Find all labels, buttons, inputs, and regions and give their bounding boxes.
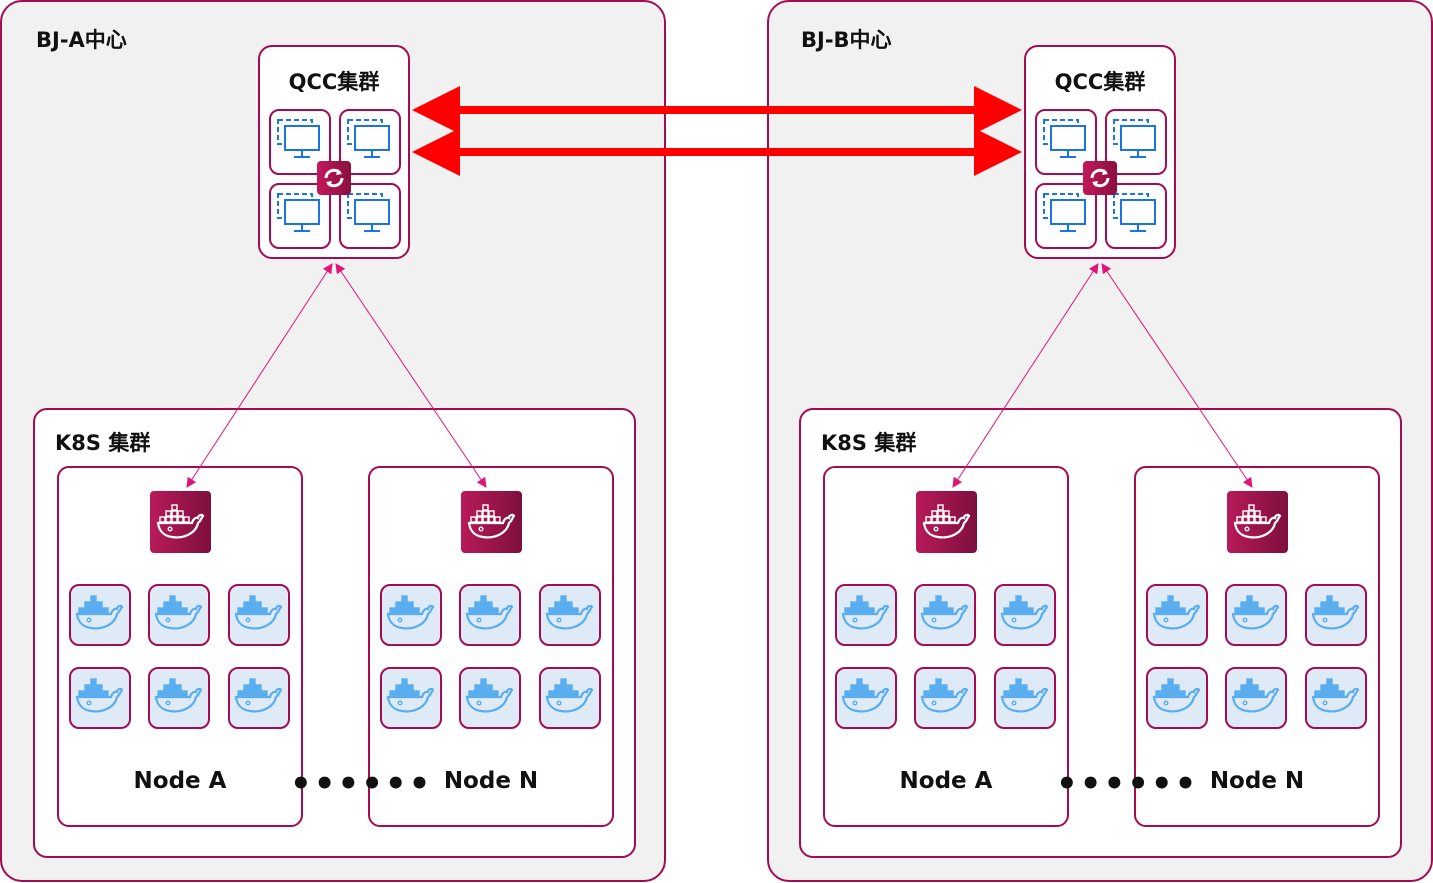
k8s-cluster-panel: K8S 集群 Node A Node N •••••• (799, 408, 1402, 858)
ellipsis: •••••• (1056, 764, 1199, 804)
node-label: Node N (443, 768, 539, 794)
container-pod[interactable] (1225, 584, 1287, 646)
docker-container-icon (545, 592, 595, 638)
docker-container-icon (234, 592, 284, 638)
container-pod[interactable] (539, 667, 601, 729)
k8s-node[interactable]: Node A (57, 466, 303, 827)
node-label: Node A (899, 768, 993, 794)
docker-container-icon (920, 675, 970, 721)
docker-container-icon (920, 592, 970, 638)
docker-container-icon (154, 675, 204, 721)
k8s-node[interactable]: Node A (823, 466, 1069, 827)
monitor-icon (1112, 118, 1160, 166)
container-pod[interactable] (994, 667, 1056, 729)
monitor-icon (276, 118, 324, 166)
qcc-cluster-panel: QCC集群 (1024, 45, 1176, 259)
docker-engine-icon (150, 491, 211, 553)
docker-container-icon (1231, 592, 1281, 638)
qcc-title: QCC集群 (1054, 70, 1146, 94)
docker-engine-icon (916, 491, 977, 553)
container-pod[interactable] (459, 667, 521, 729)
docker-container-icon (545, 675, 595, 721)
docker-container-icon (1231, 675, 1281, 721)
docker-container-icon (1311, 592, 1361, 638)
container-pod[interactable] (148, 584, 210, 646)
container-pod[interactable] (148, 667, 210, 729)
ellipsis: •••••• (290, 764, 433, 804)
monitor-icon (1112, 192, 1160, 240)
monitor-icon (346, 192, 394, 240)
monitor-icon (1042, 118, 1090, 166)
container-pod[interactable] (459, 584, 521, 646)
monitor-icon (346, 118, 394, 166)
k8s-title: K8S 集群 (821, 431, 917, 455)
container-pod[interactable] (228, 667, 290, 729)
k8s-node[interactable]: Node N (368, 466, 614, 827)
container-pod[interactable] (1225, 667, 1287, 729)
container-pod[interactable] (1305, 667, 1367, 729)
container-pod[interactable] (1305, 584, 1367, 646)
container-pod[interactable] (228, 584, 290, 646)
node-label: Node N (1209, 768, 1305, 794)
docker-container-icon (465, 592, 515, 638)
docker-container-icon (154, 592, 204, 638)
container-pod[interactable] (69, 584, 131, 646)
container-pod[interactable] (914, 584, 976, 646)
container-pod[interactable] (1146, 584, 1208, 646)
datacenter-title: BJ-B中心 (801, 28, 892, 52)
container-pod[interactable] (69, 667, 131, 729)
docker-container-icon (1311, 675, 1361, 721)
docker-container-icon (386, 675, 436, 721)
container-pod[interactable] (380, 667, 442, 729)
docker-container-icon (386, 592, 436, 638)
docker-container-icon (75, 592, 125, 638)
sync-icon (317, 161, 351, 195)
monitor-icon (1042, 192, 1090, 240)
docker-container-icon (1152, 675, 1202, 721)
docker-container-icon (75, 675, 125, 721)
container-pod[interactable] (835, 667, 897, 729)
k8s-title: K8S 集群 (55, 431, 151, 455)
docker-container-icon (234, 675, 284, 721)
node-label: Node A (133, 768, 227, 794)
k8s-cluster-panel: K8S 集群 Node A Node N •••••• (33, 408, 636, 858)
docker-container-icon (1000, 675, 1050, 721)
qcc-title: QCC集群 (288, 70, 380, 94)
datacenter-title: BJ-A中心 (36, 28, 127, 52)
container-pod[interactable] (994, 584, 1056, 646)
container-pod[interactable] (1146, 667, 1208, 729)
monitor-icon (276, 192, 324, 240)
docker-engine-icon (1227, 491, 1288, 553)
container-pod[interactable] (835, 584, 897, 646)
docker-container-icon (841, 592, 891, 638)
sync-icon (1083, 161, 1117, 195)
qcc-cluster-panel: QCC集群 (258, 45, 410, 259)
docker-container-icon (841, 675, 891, 721)
k8s-node[interactable]: Node N (1134, 466, 1380, 827)
docker-container-icon (1152, 592, 1202, 638)
docker-container-icon (1000, 592, 1050, 638)
container-pod[interactable] (380, 584, 442, 646)
container-pod[interactable] (914, 667, 976, 729)
docker-container-icon (465, 675, 515, 721)
docker-engine-icon (461, 491, 522, 553)
container-pod[interactable] (539, 584, 601, 646)
